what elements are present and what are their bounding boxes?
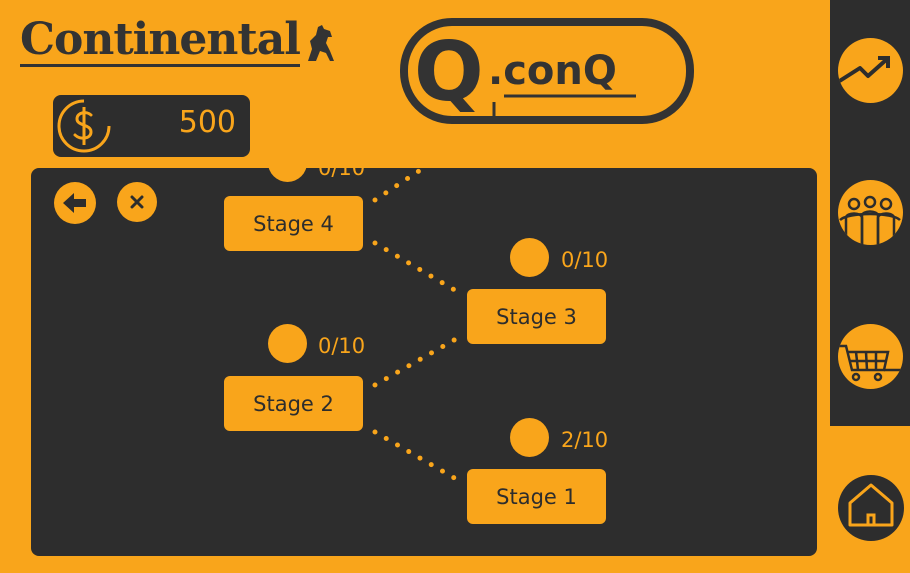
horse-icon: [307, 25, 334, 61]
stage-3-marker: [510, 238, 549, 277]
home-button[interactable]: [838, 475, 904, 541]
shop-button[interactable]: [838, 324, 903, 389]
team-button[interactable]: [838, 180, 903, 245]
arrow-left-icon: [63, 193, 86, 213]
stage-path-dots: [372, 168, 466, 486]
back-button[interactable]: [54, 182, 96, 224]
continental-brand: Continental: [20, 18, 338, 67]
stage-2-button[interactable]: Stage 2: [224, 376, 363, 431]
logo-q: Q: [414, 25, 484, 120]
logo-rest: .conQ: [488, 48, 617, 94]
stage-1-label: Stage 1: [496, 484, 577, 509]
dollar-coin-icon: [57, 99, 111, 153]
close-button[interactable]: [117, 182, 157, 222]
stage-2-progress: 0/10: [318, 334, 366, 358]
sidebar: [830, 0, 910, 426]
stage-1-button[interactable]: Stage 1: [467, 469, 606, 524]
balance-value: 500: [178, 105, 236, 140]
stats-button[interactable]: [838, 38, 903, 103]
shopping-cart-icon: [838, 344, 903, 382]
close-icon: [130, 195, 144, 209]
stage-4-label: Stage 4: [253, 211, 334, 236]
team-icon: [839, 195, 901, 245]
stage-4-button[interactable]: Stage 4: [224, 196, 363, 251]
stage-3-label: Stage 3: [496, 304, 577, 329]
brand-name: Continental: [20, 14, 301, 67]
stage-2-marker: [268, 324, 307, 363]
qconq-logo: Q .conQ: [400, 18, 694, 124]
stage-2-label: Stage 2: [253, 391, 334, 416]
stage-3-button[interactable]: Stage 3: [467, 289, 606, 344]
stage-1-marker: [510, 418, 549, 457]
stage-3-progress: 0/10: [561, 248, 609, 272]
stage-5-progress: 0/10: [318, 168, 366, 180]
stage-map-panel: 0/10 Stage 4 0/10 Stage 3 0/10 Stage 2 2…: [31, 168, 817, 556]
home-icon: [848, 483, 894, 527]
wallet-balance: 500: [53, 95, 250, 157]
stage-1-progress: 2/10: [561, 428, 609, 452]
trend-up-icon: [838, 56, 890, 84]
stage-5-marker: [268, 168, 307, 182]
